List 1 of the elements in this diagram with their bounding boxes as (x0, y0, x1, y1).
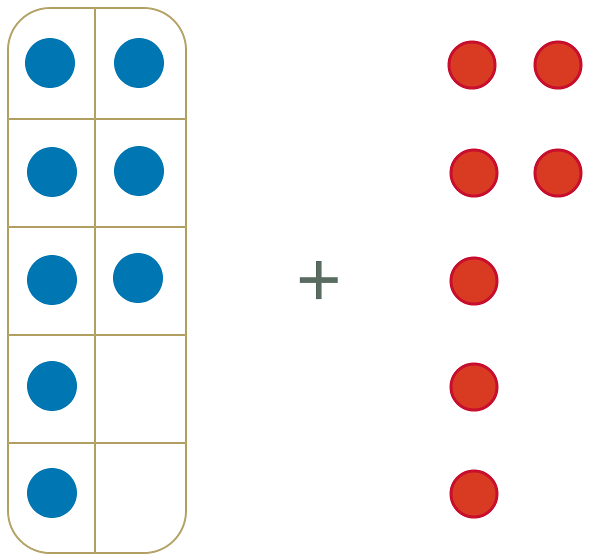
plus-sign: + (296, 240, 342, 318)
